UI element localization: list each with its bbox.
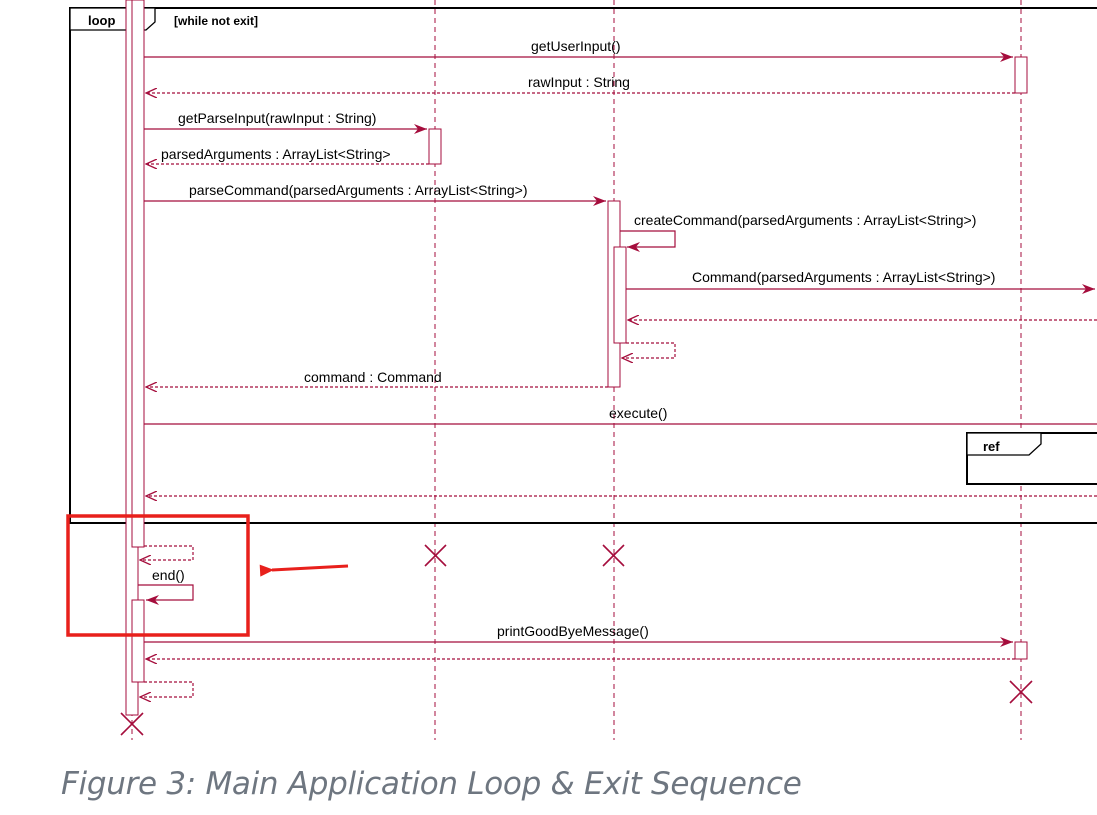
- highlight-annotation: [66, 514, 349, 637]
- return-end: [140, 681, 194, 697]
- messages: [138, 52, 1097, 697]
- label-print-goodbye: printGoodByeMessage(): [497, 623, 649, 639]
- label-command-constructor: Command(parsedArguments : ArrayList<Stri…: [692, 269, 995, 285]
- destroy-markers: [120, 544, 1033, 736]
- loop-guard: [while not exit]: [174, 14, 258, 28]
- label-command-return: command : Command: [304, 369, 442, 385]
- destroy-parser-icon: [424, 544, 447, 567]
- ref-frame: ref: [966, 432, 1097, 485]
- return-create-command: [622, 342, 676, 358]
- label-execute: execute(): [609, 405, 667, 421]
- ref-label: ref: [983, 439, 1000, 454]
- highlight-arrow: [259, 564, 349, 577]
- label-end: end(): [152, 567, 185, 583]
- return-loop-exit: [140, 545, 194, 560]
- activation-creator-nested: [613, 246, 627, 344]
- destroy-creator-icon: [602, 544, 625, 567]
- activation-main-inner: [131, 0, 145, 548]
- sequence-diagram: loop [while not exit] getUserInput(): [66, 0, 1097, 740]
- activations: [125, 0, 1028, 716]
- destroy-ui-icon: [1009, 680, 1033, 704]
- label-create-command: createCommand(parsedArguments : ArrayLis…: [634, 212, 976, 228]
- label-parse-command: parseCommand(parsedArguments : ArrayList…: [189, 182, 527, 198]
- label-raw-input: rawInput : String: [528, 74, 630, 90]
- message-labels: getUserInput() rawInput : String getPars…: [152, 38, 995, 639]
- label-get-user-input: getUserInput(): [531, 38, 620, 54]
- figure-caption: Figure 3: Main Application Loop & Exit S…: [61, 766, 802, 802]
- activation-main-end: [131, 599, 145, 683]
- label-parsed-arguments: parsedArguments : ArrayList<String>: [161, 146, 391, 162]
- activation-ui-goodbye: [1014, 641, 1028, 660]
- loop-label: loop: [88, 13, 115, 28]
- activation-parser: [428, 128, 442, 165]
- activation-ui-input: [1014, 56, 1028, 94]
- highlight-box: [66, 514, 250, 637]
- message-create-command: [620, 230, 676, 252]
- destroy-main-icon: [120, 712, 144, 736]
- message-end: [138, 584, 194, 605]
- label-get-parse-input: getParseInput(rawInput : String): [178, 110, 376, 126]
